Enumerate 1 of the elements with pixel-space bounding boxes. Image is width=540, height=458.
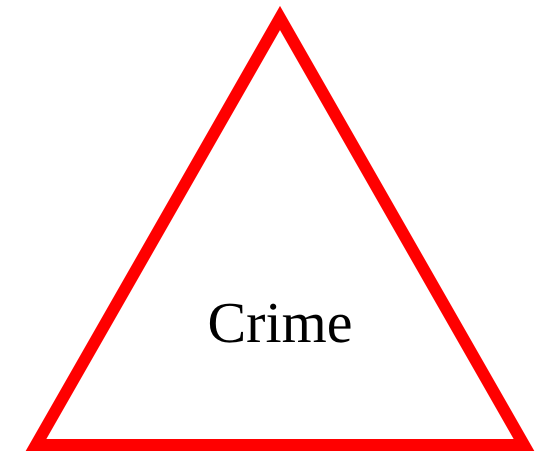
triangle-label: Crime xyxy=(208,290,352,355)
